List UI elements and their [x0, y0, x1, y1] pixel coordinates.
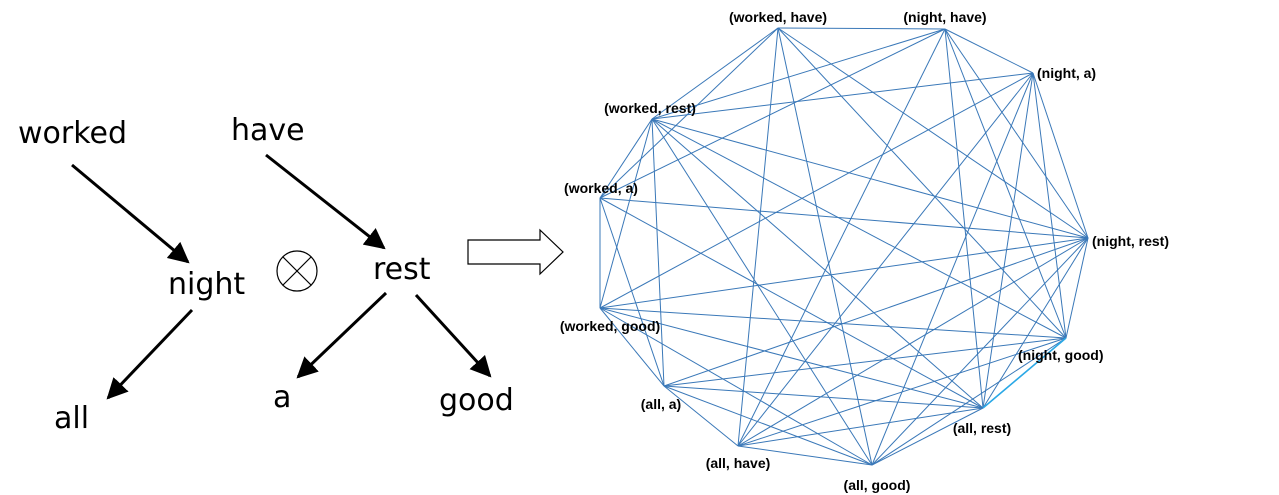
graph-edge-na-nr: [1032, 72, 1089, 239]
graph-edge-nh-ah: [737, 28, 946, 447]
product-graph-labels: (worked, have) (night, have) (night, a) (ni…: [560, 9, 1169, 493]
node-worked: worked: [18, 116, 127, 151]
graph-edge-nr-ag: [871, 237, 1089, 466]
graph-node-ah: (all, have): [706, 455, 771, 471]
graph-edge-na-ng: [1032, 72, 1067, 339]
graph-node-nr: (night, rest): [1092, 233, 1169, 249]
graph-node-ar: (all, rest): [953, 420, 1011, 436]
graph-edge-wg-aa: [599, 307, 665, 387]
node-rest: rest: [373, 252, 431, 287]
graph-edge-ng-ah: [737, 337, 1067, 447]
graph-edge-aa-ag: [663, 385, 873, 466]
graph-edge-ng-ar: [982, 337, 1067, 409]
graph-edge-nr-ah: [737, 237, 1089, 447]
node-night: night: [168, 267, 245, 302]
graph-edge-nh-ar: [944, 28, 984, 409]
edge-worked-night: [71, 163, 190, 264]
right-block-arrow-icon: [467, 228, 564, 276]
edge-have-rest: [265, 153, 386, 250]
graph-edge-wh-nr: [777, 27, 1089, 239]
edge-rest-a: [296, 291, 388, 379]
graph-edge-nh-nr: [944, 28, 1089, 239]
graph-edge-nh-wr: [651, 28, 946, 120]
graph-node-wa: (worked, a): [564, 180, 638, 196]
node-a: a: [273, 380, 291, 415]
graph-node-wr: (worked, rest): [604, 100, 696, 116]
graph-edge-wg-ar: [599, 307, 984, 409]
graph-edge-nh-ng: [944, 28, 1067, 339]
node-all: all: [54, 401, 89, 436]
graph-edge-wr-ng: [651, 118, 1067, 339]
graph-edge-ah-ar: [737, 407, 984, 447]
product-graph-edges: [599, 27, 1089, 466]
graph-edge-nh-wa: [599, 28, 946, 199]
graph-edge-ah-ag: [737, 445, 873, 466]
graph-edge-na-wg: [599, 72, 1034, 309]
graph-edge-wa-ar: [599, 197, 984, 409]
graph-edge-na-ar: [982, 72, 1034, 409]
graph-node-na: (night, a): [1037, 65, 1096, 81]
graph-edge-wa-aa: [599, 197, 665, 387]
graph-edge-aa-ar: [663, 385, 984, 409]
graph-edge-na-ag: [871, 72, 1034, 466]
graph-edge-ng-ag: [871, 337, 1067, 466]
graph-edge-na-wr: [651, 72, 1034, 120]
graph-edge-ng-aa: [663, 337, 1067, 387]
node-good: good: [439, 383, 514, 418]
graph-node-ng: (night, good): [1018, 347, 1104, 363]
graph-node-aa: (all, a): [641, 396, 681, 412]
graph-edge-wr-wg: [599, 118, 653, 309]
graph-edge-nr-ar: [982, 237, 1089, 409]
graph-edge-wr-ag: [651, 118, 873, 466]
graph-edge-aa-ah: [663, 385, 739, 447]
graph-edge-wr-aa: [651, 118, 665, 387]
graph-edge-nr-wg: [599, 237, 1089, 309]
tensor-product-icon: [276, 250, 318, 292]
graph-edge-wh-nh: [777, 27, 946, 30]
graph-edge-wr-wa: [599, 118, 653, 199]
graph-node-nh: (night, have): [903, 9, 986, 25]
node-have: have: [231, 113, 305, 148]
graph-edge-na-ah: [737, 72, 1034, 447]
graph-edge-ag-ar: [871, 407, 984, 466]
graph-edge-nr-ng: [1065, 237, 1089, 339]
graph-edge-wr-ar: [651, 118, 984, 409]
graph-node-wg: (worked, good): [560, 318, 660, 334]
tree-worked-night-all: worked night all: [18, 116, 245, 436]
tree-have-rest-a-good: have rest a good: [231, 113, 514, 418]
graph-node-ag: (all, good): [844, 477, 911, 493]
graph-edge-wh-wa: [599, 27, 779, 199]
graph-edge-wh-wr: [651, 27, 779, 120]
graph-edge-wa-nr: [599, 197, 1089, 239]
graph-edge-wg-ng: [599, 307, 1067, 339]
edge-rest-good: [414, 293, 492, 378]
graph-node-wh: (worked, have): [729, 9, 827, 25]
graph-edge-wg-ag: [599, 307, 873, 466]
graph-edge-nh-na: [944, 28, 1034, 74]
graph-edge-wh-ng: [777, 27, 1067, 339]
graph-edge-nr-aa: [663, 237, 1089, 387]
edge-night-all: [106, 308, 194, 400]
graph-edge-wr-nr: [651, 118, 1089, 239]
graph-edge-wh-ag: [777, 27, 873, 466]
